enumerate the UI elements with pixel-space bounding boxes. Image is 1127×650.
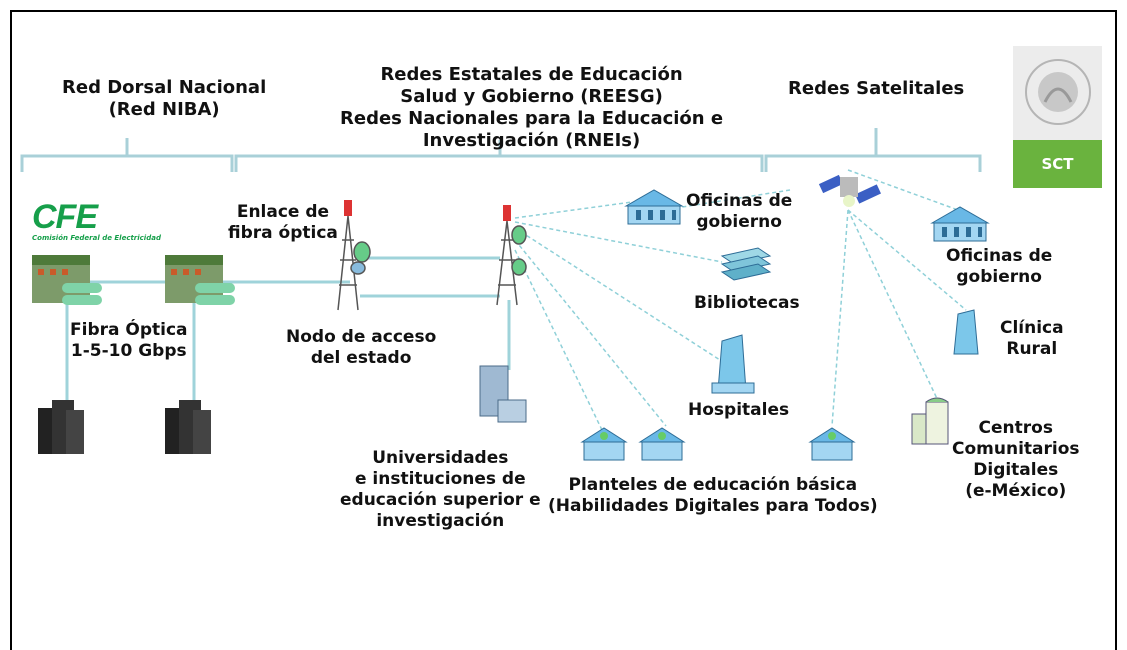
label-line: gobierno — [956, 267, 1042, 287]
header-line: Red Dorsal Nacional — [62, 77, 267, 98]
label-line: e instituciones de — [354, 469, 526, 489]
community-center-icon — [911, 397, 949, 445]
books-icon — [720, 247, 772, 281]
label-universidades: Universidades e instituciones de educaci… — [340, 448, 541, 532]
label-line: investigación — [376, 511, 505, 531]
label-line: Enlace de — [236, 202, 330, 222]
label-line: Fibra Óptica — [70, 320, 188, 340]
cfe-logo-subtitle: Comisión Federal de Electricidad — [32, 234, 161, 242]
server-icon — [38, 400, 84, 454]
fiber-backbone — [80, 256, 500, 298]
label-oficinas-2: Oficinas de gobierno — [946, 246, 1052, 288]
label-oficinas-1: Oficinas de gobierno — [686, 191, 792, 233]
label-line: del estado — [310, 348, 412, 368]
label-line: Oficinas de — [946, 246, 1053, 266]
label-line: Planteles de educación básica — [568, 475, 858, 495]
office-building-icon — [624, 189, 684, 225]
label-line: Universidades — [372, 448, 509, 468]
hospital-icon — [711, 334, 755, 394]
mexico-seal-logo — [1013, 46, 1102, 140]
header-redes-satelitales: Redes Satelitales — [788, 78, 965, 99]
eagle-seal-icon — [1025, 59, 1091, 125]
label-line: Clínica — [1000, 318, 1064, 338]
header-redes-estatales: Redes Estatales de Educación Salud y Gob… — [340, 64, 723, 152]
label-hospitales: Hospitales — [688, 400, 790, 420]
satellite-icon — [818, 174, 881, 207]
label-centros: Centros Comunitarios Digitales (e-México… — [952, 418, 1080, 502]
dashed-links-node — [514, 201, 723, 431]
server-icon — [165, 400, 211, 454]
office-building-icon — [930, 206, 990, 242]
label-bibliotecas: Bibliotecas — [694, 293, 800, 313]
label-planteles: Planteles de educación básica (Habilidad… — [548, 475, 878, 517]
header-line: Investigación (RNEIs) — [422, 130, 641, 151]
tower-icon — [496, 205, 527, 306]
cfe-logo: CFE Comisión Federal de Electricidad — [32, 200, 161, 243]
label-line: fibra óptica — [228, 223, 338, 243]
school-icon — [808, 427, 856, 461]
clinic-icon — [953, 309, 979, 355]
label-line: (Habilidades Digitales para Todos) — [548, 496, 878, 516]
label-line: Rural — [1006, 339, 1058, 359]
bracket-redes-estatales — [234, 140, 764, 172]
header-red-dorsal: Red Dorsal Nacional (Red NIBA) — [62, 77, 266, 121]
label-enlace: Enlace de fibra óptica — [228, 202, 338, 244]
label-line: Nodo de acceso — [286, 327, 437, 347]
label-line: (e-México) — [965, 481, 1067, 501]
cfe-logo-text: CFE — [32, 198, 98, 236]
slide-frame — [10, 10, 1117, 650]
label-fibra: Fibra Óptica 1-5-10 Gbps — [70, 320, 188, 362]
school-icon — [638, 427, 686, 461]
power-plant-icon — [165, 255, 235, 305]
header-line: (Red NIBA) — [108, 99, 220, 120]
tower-icon — [337, 200, 371, 311]
label-nodo: Nodo de acceso del estado — [286, 327, 436, 369]
server-drops — [65, 300, 511, 408]
label-line: Comunitarios — [952, 439, 1080, 459]
university-icon — [479, 365, 527, 423]
label-line: 1-5-10 Gbps — [70, 341, 187, 361]
label-line: Centros — [978, 418, 1053, 438]
school-icon — [580, 427, 628, 461]
label-clinica: Clínica Rural — [1000, 318, 1064, 360]
label-line: Digitales — [973, 460, 1059, 480]
power-plant-icon — [32, 255, 102, 305]
header-line: Salud y Gobierno (REESG) — [400, 86, 663, 107]
label-line: Oficinas de — [686, 191, 793, 211]
label-line: gobierno — [696, 212, 782, 232]
bracket-red-dorsal — [20, 138, 234, 172]
bracket-redes-satelitales — [764, 128, 982, 172]
sct-logo: SCT — [1013, 140, 1102, 188]
label-line: educación superior e — [340, 490, 541, 510]
header-line: Redes Nacionales para la Educación e — [340, 108, 724, 129]
header-line: Redes Estatales de Educación — [380, 64, 683, 85]
